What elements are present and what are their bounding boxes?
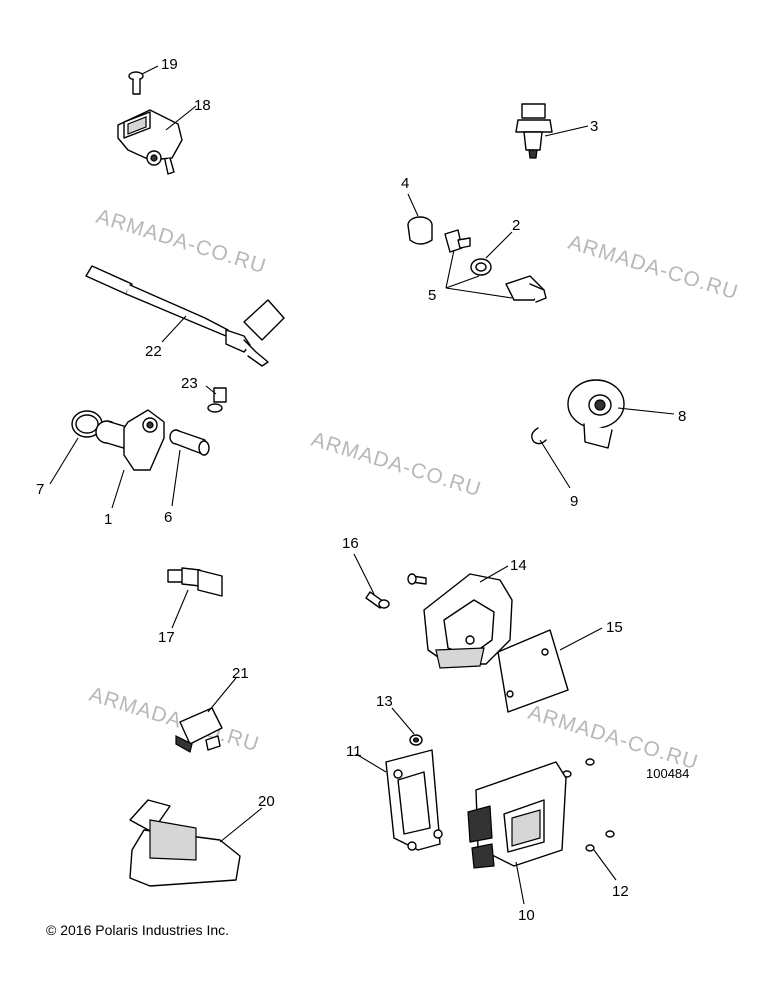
callout-12: 12 [612,883,629,900]
part-15-gasket [497,629,569,713]
part-11-mount-bracket [385,749,443,851]
callout-4: 4 [401,175,409,192]
watermarks: ARMADA-CO.RU ARMADA-CO.RU ARMADA-CO.RU A… [87,205,742,775]
part-9-clip [531,427,547,445]
part-14-bracket [423,573,513,669]
callout-14: 14 [510,557,527,574]
leader-lines [49,65,675,905]
document-number: 100484 [646,766,689,781]
callout-6: 6 [164,509,172,526]
copyright-notice: © 2016 Polaris Industries Inc. [46,922,230,938]
part-13-nut [409,734,423,746]
part-2-o-ring [470,258,492,276]
callout-5: 5 [428,287,436,304]
part-19-bolt [128,71,144,95]
callout-15: 15 [606,619,623,636]
callout-1: 1 [104,511,112,528]
callout-23: 23 [181,375,198,392]
callout-17: 17 [158,629,175,646]
part-23-bolt [207,387,227,413]
callout-2: 2 [512,217,520,234]
callout-18: 18 [194,97,211,114]
callout-10: 10 [518,907,535,924]
callout-11: 11 [346,743,362,760]
callout-21: 21 [232,665,249,682]
callout-22: 22 [145,343,162,360]
part-16-bolts [365,573,427,609]
watermark-4: ARMADA-CO.RU [87,683,263,757]
watermark-3: ARMADA-CO.RU [309,428,485,502]
callout-20: 20 [258,793,275,810]
callout-13: 13 [376,693,393,710]
part-7-o-ring [71,410,103,438]
watermark-1: ARMADA-CO.RU [94,205,270,279]
callout-3: 3 [590,118,598,135]
callout-8: 8 [678,408,686,425]
part-4-cap [407,216,433,245]
callout-16: 16 [342,535,359,552]
callouts: 19 18 3 4 2 5 22 23 7 1 6 8 9 16 14 15 1… [36,56,686,924]
callout-7: 7 [36,481,44,498]
watermark-2: ARMADA-CO.RU [566,231,742,305]
part-6-dowel-pin [169,429,210,456]
part-20-module [129,799,241,887]
part-3-speed-sensor [515,103,553,159]
part-8-knock-sensor [567,379,625,449]
part-18-map-sensor [117,109,183,175]
part-17-temp-sensor [167,567,223,597]
callout-9: 9 [570,493,578,510]
part-1-cam-sensor [95,409,165,471]
part-12-screws [562,758,615,852]
part-10-ecu [467,761,567,869]
part-5-sensor-kit [444,229,547,303]
part-22-crank-sensor [85,265,285,367]
callout-19: 19 [161,56,178,73]
part-21-relay [175,707,223,753]
